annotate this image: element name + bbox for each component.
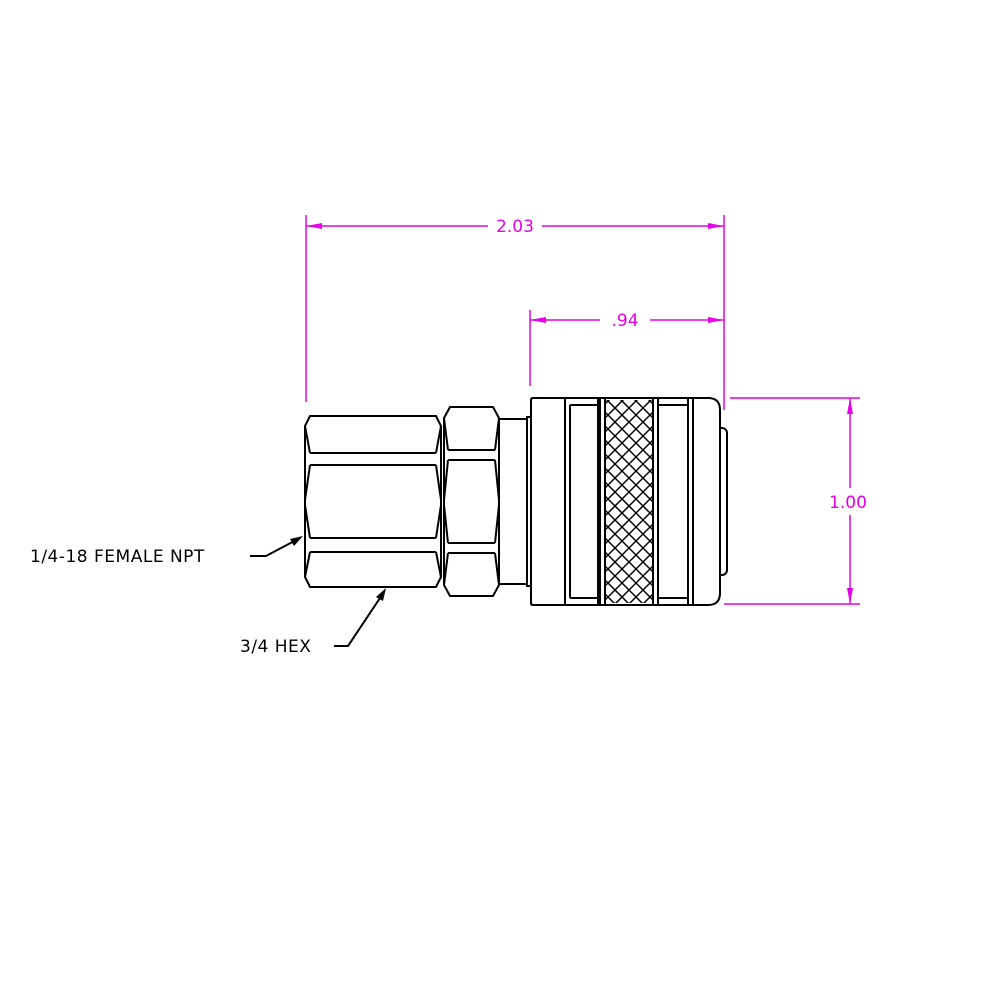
large-hex-body xyxy=(304,415,442,588)
knurl-line xyxy=(605,692,653,740)
callout-thread: 1/4-18 FEMALE NPT xyxy=(30,536,303,567)
knurl-line xyxy=(605,622,653,670)
knurl-line xyxy=(647,400,653,405)
knurl-line xyxy=(605,439,653,489)
knurl-line xyxy=(605,636,653,684)
knurl-line xyxy=(605,425,653,475)
knurl-line xyxy=(633,400,653,419)
knurl-line xyxy=(605,495,653,545)
small-hex-nut xyxy=(443,406,500,597)
dimension-diameter-label: 1.00 xyxy=(829,493,867,513)
knurl-line xyxy=(605,678,653,726)
knurl-line xyxy=(605,678,653,726)
knurl-line xyxy=(605,608,653,656)
knurl-line xyxy=(605,706,653,754)
dimension-overall-label: 2.03 xyxy=(496,217,534,237)
knurl-line xyxy=(605,551,653,601)
knurl-line xyxy=(605,523,653,573)
knurl-pattern xyxy=(605,328,653,754)
knurl-line xyxy=(605,537,653,587)
knurl-line xyxy=(605,650,653,698)
knurl-line xyxy=(605,400,653,447)
dimension-coupler: .94 xyxy=(529,310,724,386)
knurl-line xyxy=(605,342,653,390)
knurl-line xyxy=(605,467,653,517)
knurl-line xyxy=(605,509,653,559)
knurl-line xyxy=(605,593,616,603)
knurl-line xyxy=(605,636,653,684)
knurl-line xyxy=(642,593,653,603)
knurl-line xyxy=(605,579,630,603)
knurl-line xyxy=(628,579,653,603)
knurl-line xyxy=(605,400,625,419)
dimension-coupler-label: .94 xyxy=(611,311,638,331)
neck xyxy=(498,416,532,587)
knurl-line xyxy=(605,328,653,376)
knurl-line xyxy=(605,481,653,531)
callout-thread-label: 1/4-18 FEMALE NPT xyxy=(30,547,205,567)
knurl-line xyxy=(605,400,611,405)
knurl-line xyxy=(605,608,653,656)
knurl-line xyxy=(605,664,653,712)
callout-hex-label: 3/4 HEX xyxy=(240,637,311,657)
knurl-line xyxy=(605,706,653,754)
dimension-diameter: 1.00 xyxy=(724,397,867,605)
knurl-line xyxy=(605,664,653,712)
callout-hex: 3/4 HEX xyxy=(240,588,386,657)
knurl-line xyxy=(605,342,653,390)
knurl-line xyxy=(605,400,639,433)
knurl-line xyxy=(605,411,653,461)
knurl-line xyxy=(605,650,653,698)
knurl-line xyxy=(605,328,653,376)
dimension-overall: 2.03 xyxy=(305,215,725,410)
knurl-line xyxy=(614,565,653,603)
knurl-line xyxy=(605,692,653,740)
knurl-line xyxy=(605,453,653,503)
knurl-line xyxy=(605,622,653,670)
